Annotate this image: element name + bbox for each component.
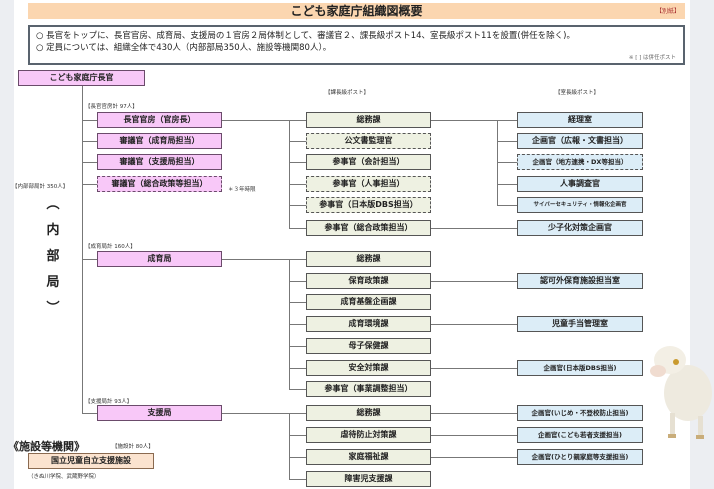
sheep-icon (650, 346, 712, 439)
division-box: 参事官（人事担当） (306, 176, 431, 192)
char: ︵ (46, 197, 60, 212)
division-box: 母子保健課 (306, 338, 431, 354)
councilor-policy-box: 審議官（総合政策等担当） (97, 176, 222, 192)
shien-bureau-box: 支援局 (97, 405, 222, 421)
facilities-count: 【施設計 80人】 (112, 444, 154, 450)
limited-note: ＊３年時限 (228, 187, 256, 193)
header-shitsu: 【室長級ポスト】 (555, 90, 600, 96)
division-box: 成育基盤企画課 (306, 294, 431, 310)
office-box: 企画官(こども若者支援担当) (517, 427, 643, 443)
legend-note: ※ [ ] は併任ポスト (628, 55, 676, 61)
commissioner-box: こども家庭庁長官 (18, 70, 145, 86)
division-box: 参事官（日本版DBS担当） (306, 197, 431, 213)
facility-sub: （きぬ川学院、武蔵野学院） (28, 474, 100, 480)
summary-line: ○ 定員については、組織全体で430人（内部部局350人、施設等機関80人）。 (36, 43, 332, 53)
office-box: 経理室 (517, 112, 643, 128)
char: 内 (46, 223, 60, 238)
office-box: 少子化対策企画官 (517, 220, 643, 236)
division-box: 障害児支援課 (306, 471, 431, 487)
kanbo-box: 長官官房（官房長） (97, 112, 222, 128)
division-box: 参事官（総合政策担当） (306, 220, 431, 236)
office-box: 企画官(ひとり親家庭等支援担当) (517, 449, 643, 465)
facilities-heading: 《施設等機関》 (8, 440, 85, 453)
division-box: 総務課 (306, 112, 431, 128)
facility-box: 国立児童自立支援施設 (28, 453, 154, 469)
division-box: 公文書監理官 (306, 133, 431, 149)
shien-count: 【支援局計 93人】 (85, 399, 133, 405)
councilor-shien-box: 審議官（支援局担当） (97, 154, 222, 170)
division-box: 参事官（会計担当） (306, 154, 431, 170)
office-box: サイバーセキュリティ・情報化企画官 (517, 197, 643, 213)
char: ︶ (46, 301, 60, 316)
division-box: 安全対策課 (306, 360, 431, 376)
division-box: 成育環境課 (306, 316, 431, 332)
division-box: 家庭福祉課 (306, 449, 431, 465)
division-box: 総務課 (306, 251, 431, 267)
naibu-vertical-label: ︵ 内 部 局 ︶ (44, 192, 62, 322)
seiiku-count: 【成育局計 160人】 (85, 244, 136, 250)
summary-box: ○ 長官をトップに、長官官房、成育局、支援局の１官房２局体制として、審議官２、課… (28, 25, 685, 65)
char: 部 (46, 249, 60, 264)
kanbo-count: 【長官官房計 97人】 (85, 104, 138, 110)
summary-line: ○ 長官をトップに、長官官房、成育局、支援局の１官房２局体制として、審議官２、課… (36, 31, 575, 41)
division-box: 参事官（事業調整担当） (306, 381, 431, 397)
division-box: 保育政策課 (306, 273, 431, 289)
office-box: 企画官(いじめ・不登校防止担当) (517, 405, 643, 421)
office-box: 人事調査官 (517, 176, 643, 192)
office-box: 企画官（広報・文書担当） (517, 133, 643, 149)
division-box: 総務課 (306, 405, 431, 421)
seiiku-bureau-box: 成育局 (97, 251, 222, 267)
councilor-seiiku-box: 審議官（成育局担当） (97, 133, 222, 149)
office-box: 認可外保育施設担当室 (517, 273, 643, 289)
attachment-tag: 【別紙】 (655, 8, 680, 15)
char: 局 (46, 275, 60, 290)
naibu-count: 【内部部局計 350人】 (12, 184, 69, 190)
office-box: 企画官(日本版DBS担当) (517, 360, 643, 376)
page-title: こども家庭庁組織図概要 (28, 3, 685, 19)
office-box: 児童手当管理室 (517, 316, 643, 332)
header-ka: 【課長級ポスト】 (325, 90, 370, 96)
office-box: 企画官（地方連携・DX等担当） (517, 154, 643, 170)
division-box: 虐待防止対策課 (306, 427, 431, 443)
